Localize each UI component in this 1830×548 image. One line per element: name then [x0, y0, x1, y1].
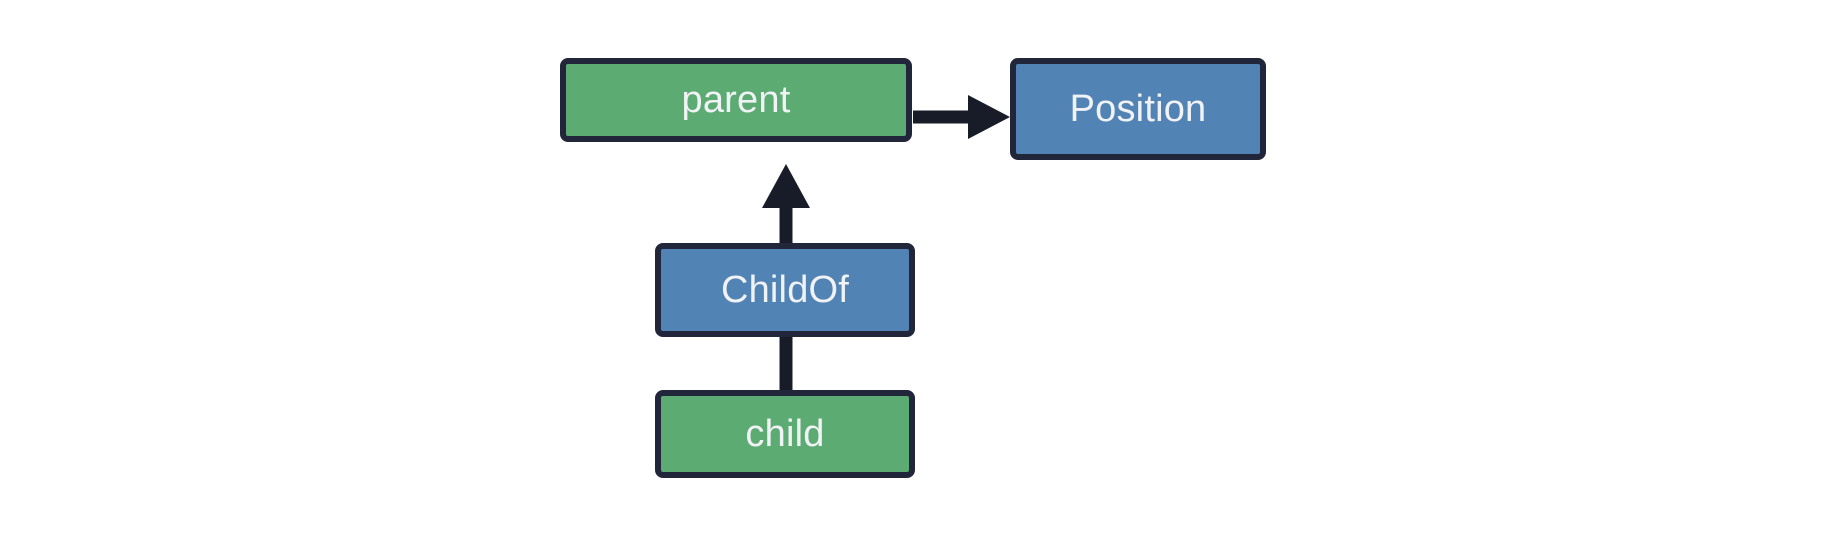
node-childof-label: ChildOf	[720, 269, 850, 311]
edge-parent-to-position-arrowhead	[968, 95, 1010, 139]
node-parent-label: parent	[681, 79, 791, 121]
edge-childof-to-parent-arrowhead	[762, 164, 810, 208]
node-parent[interactable]: parent	[560, 58, 912, 142]
node-position[interactable]: Position	[1010, 58, 1266, 160]
edge-parent-to-position	[913, 95, 1010, 139]
node-childof[interactable]: ChildOf	[655, 243, 915, 337]
node-child-label: child	[745, 413, 825, 455]
node-position-label: Position	[1069, 88, 1207, 130]
edge-childof-to-parent	[762, 164, 810, 243]
node-child[interactable]: child	[655, 390, 915, 478]
